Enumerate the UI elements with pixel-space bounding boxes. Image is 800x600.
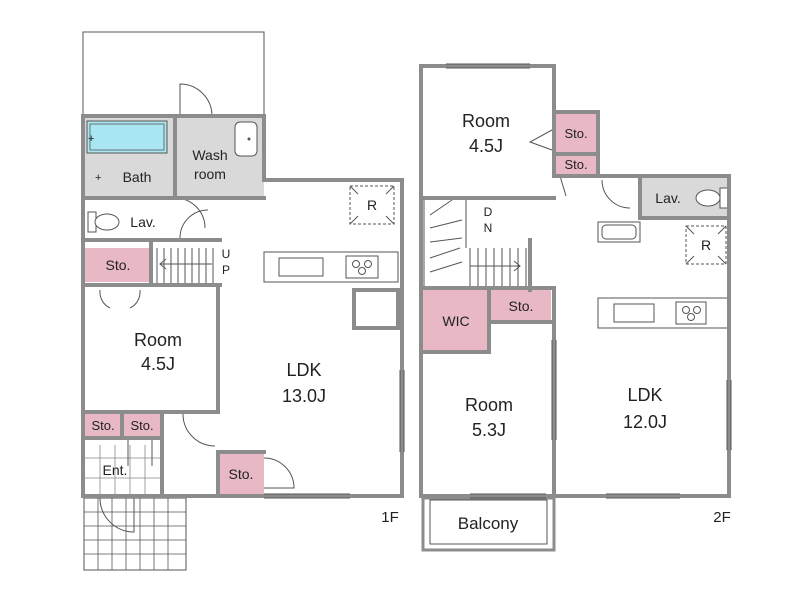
fridge-1f-label: R <box>367 197 377 213</box>
ldk-1f-size: 13.0J <box>282 386 326 406</box>
storage-stair-fill <box>85 248 151 282</box>
bath-tap-icon: + <box>88 133 94 145</box>
entrance-tiles <box>85 445 160 494</box>
porch <box>83 497 187 571</box>
bath-label: Bath <box>123 169 152 185</box>
walls-2f <box>419 64 731 498</box>
wash-basin <box>234 121 258 157</box>
room-2f-top-name: Room <box>462 111 510 131</box>
walls-1f <box>81 114 404 498</box>
storage-top-2-fill <box>556 154 596 174</box>
stair-up-label-2: P <box>222 263 230 277</box>
storage-bottom-label: Sto. <box>229 466 254 482</box>
storage-small-1-fill <box>85 414 121 436</box>
porch-grid <box>84 498 186 570</box>
washroom-label-2: room <box>194 166 226 182</box>
toilet-bowl <box>94 213 120 231</box>
storage-top-1-fill <box>556 114 596 152</box>
storage-mid-fill <box>491 290 551 322</box>
ldk-2f-size: 12.0J <box>623 412 667 432</box>
basin-drain <box>247 137 251 141</box>
door-swings-2f <box>528 129 631 209</box>
bathtub-inner <box>89 123 165 151</box>
lav-label-1f: Lav. <box>130 214 155 230</box>
storage-mid-label: Sto. <box>509 298 534 314</box>
stair-up-label-1: U <box>222 247 231 261</box>
bathtub <box>86 120 168 154</box>
storage-stair-label: Sto. <box>106 257 131 273</box>
wic-fill <box>423 290 489 350</box>
kitchen-sink-2f <box>613 303 655 323</box>
windows-2f <box>446 63 732 499</box>
stair-dn-label-2: N <box>484 221 493 235</box>
cabinet-1f <box>352 288 400 330</box>
floor-2: Room 4.5J Sto. Sto. D N Lav. R WIC Sto. … <box>419 63 732 552</box>
entrance-label: Ent. <box>103 462 128 478</box>
balcony-label: Balcony <box>458 514 519 533</box>
storage-bottom-fill <box>220 454 264 494</box>
fridge-1f <box>349 185 395 225</box>
room-1f-size: 4.5J <box>141 354 175 374</box>
wic-label: WIC <box>442 313 469 329</box>
windows-1f <box>264 370 405 499</box>
storage-top-2-label: Sto. <box>564 157 587 172</box>
outdoor-area <box>82 31 265 117</box>
toilet-2f-bowl <box>695 189 721 207</box>
stair-dn-label-1: D <box>484 205 493 219</box>
lav-label-2f: Lav. <box>655 190 680 206</box>
shower-icon: + <box>95 172 101 184</box>
balcony <box>421 496 556 552</box>
room-2f-size: 5.3J <box>472 420 506 440</box>
floor-1: + + <box>81 31 405 571</box>
storage-small-1-label: Sto. <box>91 418 114 433</box>
room-2f-name: Room <box>465 395 513 415</box>
stairs-2f <box>423 199 527 288</box>
toilet-2f-tank <box>719 187 729 209</box>
kitchen-sink-1f <box>278 257 324 277</box>
floor-2-label: 2F <box>713 509 731 526</box>
storage-top-1-label: Sto. <box>564 126 587 141</box>
storage-small-2-label: Sto. <box>130 418 153 433</box>
stairs-1f <box>156 248 214 283</box>
ldk-1f-name: LDK <box>286 360 321 380</box>
fridge-2f-label: R <box>701 237 711 253</box>
room-2f-top-size: 4.5J <box>469 136 503 156</box>
floor-1-label: 1F <box>381 509 399 526</box>
washroom-label-1: Wash <box>192 147 227 163</box>
storage-small-2-fill <box>124 414 160 436</box>
room-1f-name: Room <box>134 330 182 350</box>
ldk-2f-name: LDK <box>627 385 662 405</box>
